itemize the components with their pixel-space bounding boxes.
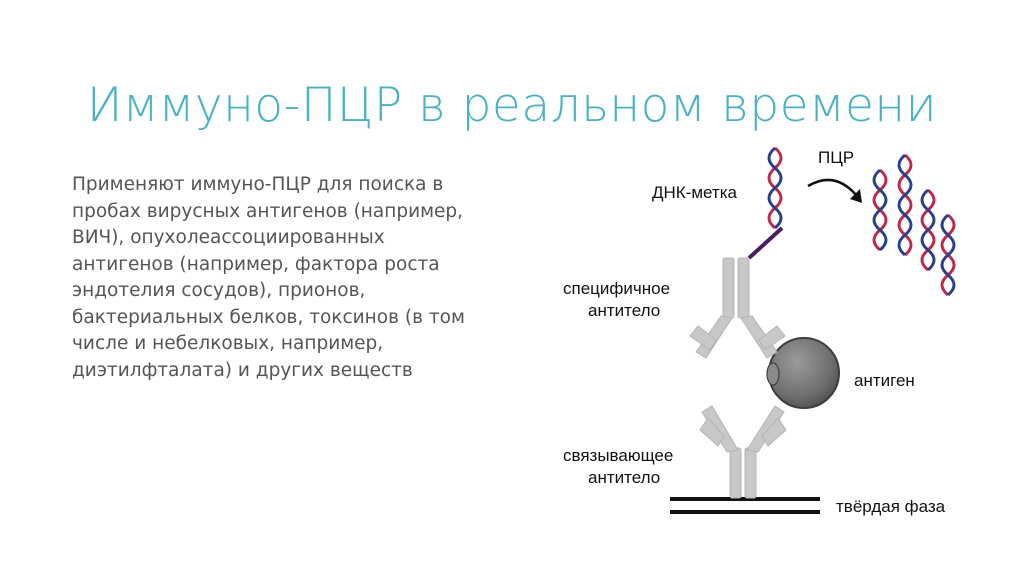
body-line: пробах вирусных антигенов (например, xyxy=(72,200,464,222)
body-line: антигенов (например, фактора роста xyxy=(72,253,440,275)
body-line: ВИЧ), опухолеассоциированных xyxy=(72,227,385,248)
specific-antibody xyxy=(689,257,786,359)
body-line: бактериальных белков, токсинов (в том xyxy=(72,306,465,328)
label-dna-tag: ДНК-метка xyxy=(652,183,738,202)
label-pcr: ПЦР xyxy=(818,148,854,167)
solid-phase-bars xyxy=(670,497,820,514)
dna-tag-helix xyxy=(767,146,783,230)
slide-title: Иммуно-ПЦР в реальном времени xyxy=(86,78,938,133)
antigen-sphere xyxy=(766,337,840,409)
capture-antibody xyxy=(699,405,787,499)
body-line: Применяют иммуно-ПЦР для поиска в xyxy=(72,174,444,195)
label-solid-phase: твёрдая фаза xyxy=(836,497,946,516)
label-capture-antibody-1: связывающее xyxy=(563,446,673,465)
label-antigen: антиген xyxy=(854,371,915,390)
pcr-arrow xyxy=(807,178,862,203)
label-specific-antibody-2: антитело xyxy=(588,301,660,320)
label-capture-antibody-2: антитело xyxy=(588,468,660,487)
body-line: диэтилфталата) и других веществ xyxy=(72,359,413,381)
amplified-dna-helices xyxy=(872,153,956,297)
body-line: эндотелия сосудов), прионов, xyxy=(72,280,366,301)
body-text: Применяют иммуно-ПЦР для поиска в пробах… xyxy=(72,172,512,384)
body-line: числе и небелковых, например, xyxy=(72,333,384,354)
dna-linker xyxy=(747,226,784,260)
label-specific-antibody-1: специфичное xyxy=(563,279,670,298)
